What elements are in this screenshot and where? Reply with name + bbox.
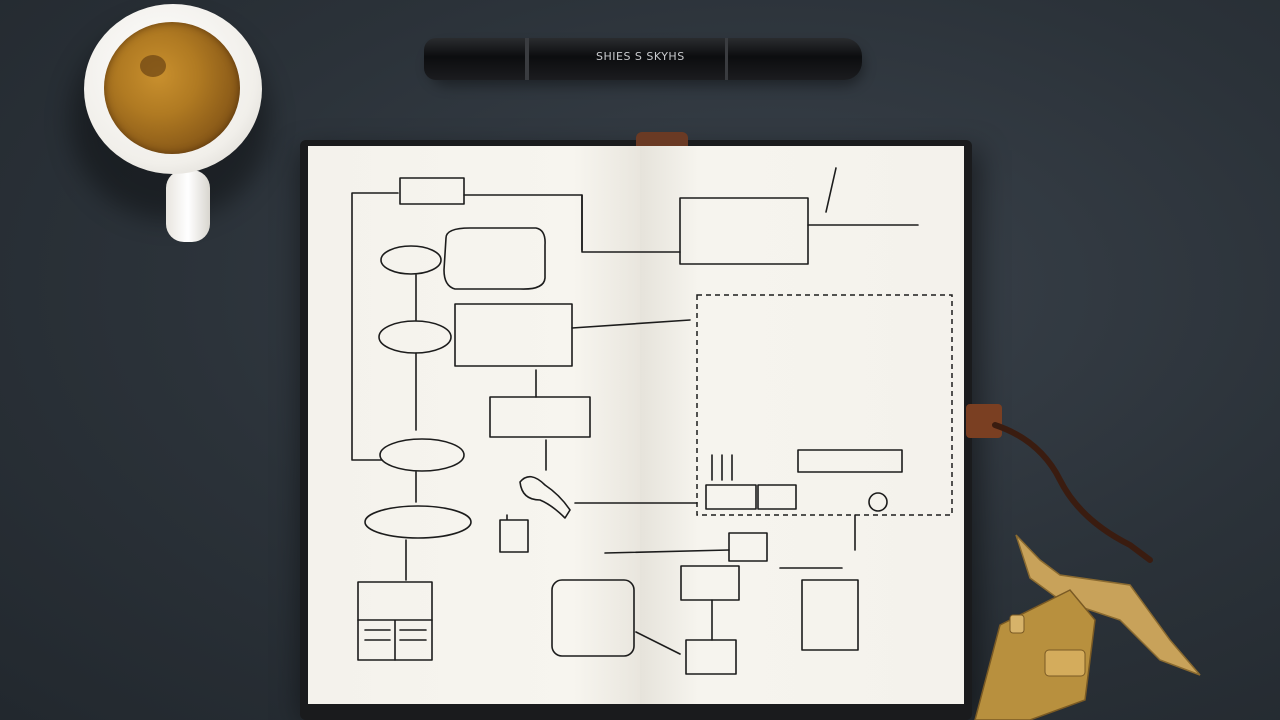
pen-imprint: SHIES S SKYHS [596,50,685,63]
pen-band-2 [725,38,728,80]
sketch-box-right-6 [801,579,859,651]
sketch-oval-3 [379,438,465,472]
sketch-box-right-5 [685,639,737,675]
sketch-box-right-2 [797,449,903,473]
sketch-note-1 [443,227,546,290]
cup-handle [166,170,210,242]
sketch-oval-4 [364,505,472,539]
sketch-oval-1 [380,245,442,275]
sketch-gear [519,475,571,519]
sketch-loop-line [351,192,399,461]
sketch-box-right-3 [728,532,768,562]
pen [424,38,862,80]
sketch-box-top [399,177,465,205]
sketch-note-2 [551,579,635,657]
bookmark-ribbon-tab [966,404,1002,438]
sketch-box-3 [489,396,591,438]
sketch-circle [868,492,888,512]
pen-band [525,38,529,80]
sketch-box-2 [454,303,573,367]
notebook-left-page [308,146,640,704]
sketch-box-right-1 [679,197,809,265]
sketch-cup-icon [499,514,529,553]
sketch-box-right-4 [680,565,740,601]
crema-spot [140,55,166,77]
sketch-oval-2 [378,320,452,354]
sketch-dashed-region [696,294,953,516]
coffee-surface [104,22,240,154]
notebook-spine-top [636,132,688,148]
